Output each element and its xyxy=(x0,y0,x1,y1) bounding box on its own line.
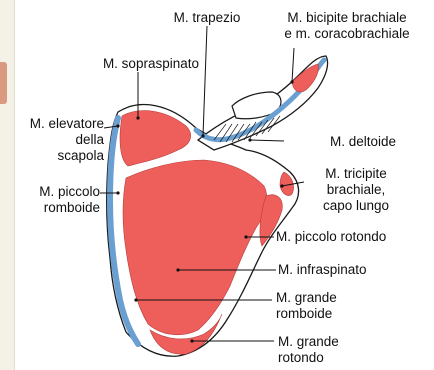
leader-trapezio xyxy=(203,26,207,136)
label-bicipite-line1: M. bicipite brachiale xyxy=(262,10,432,26)
label-elevatore-line1: M. elevatore xyxy=(14,116,104,132)
label-grande-rotondo-line2: rotondo xyxy=(278,350,398,366)
label-deltoide: M. deltoide xyxy=(330,134,430,150)
leader-bicipite xyxy=(292,48,294,82)
label-tricipite-line1: M. tricipite xyxy=(304,166,408,182)
label-piccolo-romboide: M. piccolo romboide xyxy=(14,184,100,216)
label-elevatore-line2: della xyxy=(14,132,104,148)
label-piccolo-romboide-line1: M. piccolo xyxy=(14,184,100,200)
label-grande-romboide-line2: romboide xyxy=(276,306,396,322)
label-tricipite: M. tricipite brachiale, capo lungo xyxy=(304,166,408,214)
label-trapezio: M. trapezio xyxy=(152,10,262,26)
label-elevatore-line3: scapola xyxy=(14,148,104,164)
label-tricipite-line2: brachiale, xyxy=(304,182,408,198)
label-grande-rotondo-line1: M. grande xyxy=(278,334,398,350)
label-grande-romboide-line1: M. grande xyxy=(276,290,396,306)
label-tricipite-line3: capo lungo xyxy=(304,198,408,214)
label-bicipite: M. bicipite brachiale e m. coracobrachia… xyxy=(262,10,432,42)
leader-deltoide xyxy=(250,140,284,141)
infraspinatus-muscle xyxy=(123,160,267,335)
label-piccolo-rotondo: M. piccolo rotondo xyxy=(276,229,426,245)
label-elevatore: M. elevatore della scapola xyxy=(14,116,104,164)
label-bicipite-line2: e m. coracobrachiale xyxy=(262,26,432,42)
label-grande-rotondo: M. grande rotondo xyxy=(278,334,398,366)
label-infraspinato: M. infraspinato xyxy=(278,262,418,278)
label-grande-romboide: M. grande romboide xyxy=(276,290,396,322)
label-piccolo-romboide-line2: romboide xyxy=(14,200,100,216)
label-sopraspinato: M. sopraspinato xyxy=(62,56,200,72)
